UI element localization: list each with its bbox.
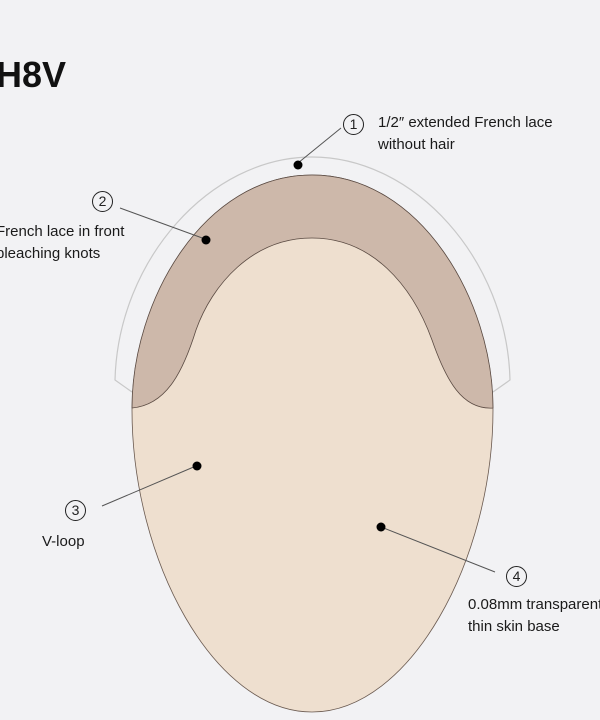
leader-line-2 xyxy=(119,207,206,240)
callout-number-2: 2 xyxy=(92,191,113,212)
callout-label-4: 0.08mm transparent thin skin base xyxy=(468,594,600,638)
french-lace-band xyxy=(131,174,494,409)
callout-number-4: 4 xyxy=(506,566,527,587)
callout-1-line-1: 1/2″ extended French lace xyxy=(378,114,553,131)
callout-4-line-2: thin skin base xyxy=(468,618,560,635)
leader-line-3 xyxy=(101,465,197,507)
leader-line-1 xyxy=(297,127,342,164)
marker-dot-3 xyxy=(192,461,202,471)
callout-1-line-2: without hair xyxy=(378,136,455,153)
callout-3-line-1: V-loop xyxy=(42,533,85,550)
marker-dot-4 xyxy=(376,522,386,532)
leader-line-4 xyxy=(380,526,496,573)
callout-4-line-1: 0.08mm transparent xyxy=(468,596,600,613)
leader-lines xyxy=(101,127,496,573)
callout-label-2: French lace in front bleaching knots xyxy=(0,221,124,265)
callout-number-3: 3 xyxy=(65,500,86,521)
diagram-title: H8V xyxy=(0,54,67,95)
marker-dot-2 xyxy=(201,235,211,245)
callout-2-line-2: bleaching knots xyxy=(0,245,101,262)
callout-2-line-1: French lace in front xyxy=(0,223,125,240)
marker-dot-1 xyxy=(293,160,303,170)
callout-label-3: V-loop xyxy=(42,531,85,553)
callout-label-1: 1/2″ extended French lace without hair xyxy=(378,112,553,156)
extended-lace-outline xyxy=(114,156,511,393)
callout-number-1: 1 xyxy=(343,114,364,135)
